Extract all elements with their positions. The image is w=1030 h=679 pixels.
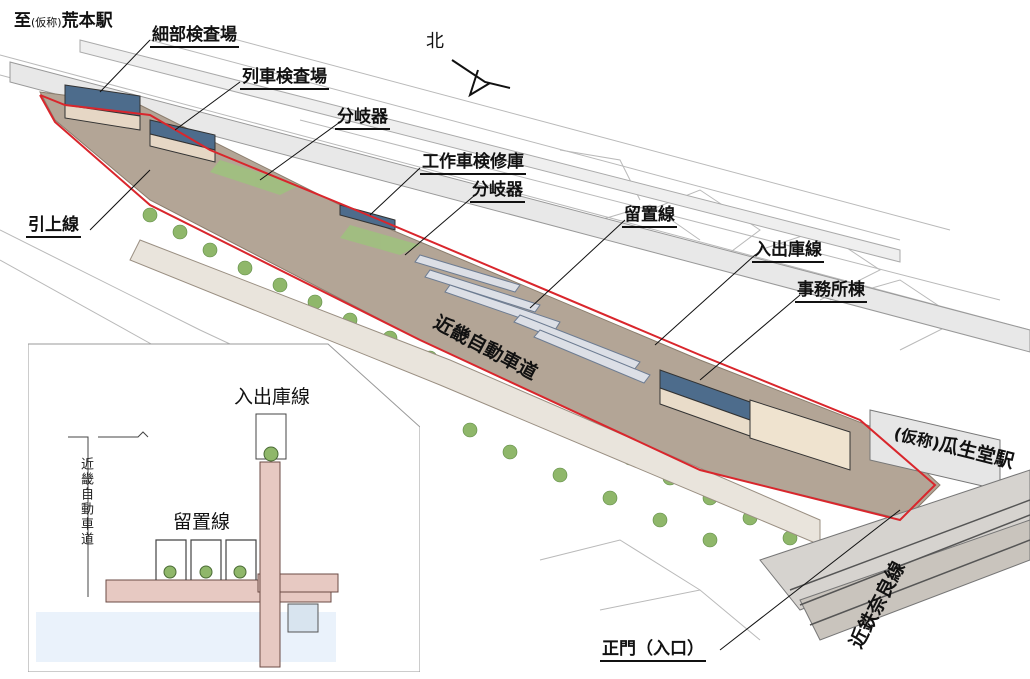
train-cars: [414, 254, 651, 384]
inset-storage-track-label: 留置線: [173, 511, 231, 533]
railway: [759, 469, 1030, 641]
detail-inspection-label: 細部検査場: [150, 20, 239, 48]
to-station-name: 荒本駅: [61, 11, 113, 31]
leader-lines: [89, 39, 901, 651]
green-strips: [210, 160, 420, 255]
office-building-label: 事務所棟: [795, 275, 867, 303]
to-station-prefix: 至: [14, 11, 31, 31]
north-label: 北: [426, 31, 444, 52]
turnout-label-2: 分岐器: [470, 175, 525, 203]
main-gate-label: 正門（入口）: [600, 634, 706, 662]
inset-expressway-label: 近畿自動車道: [78, 457, 93, 547]
turnout-label-1: 分岐器: [335, 102, 390, 130]
to-station-note: (仮称): [31, 16, 62, 29]
storage-track-label: 留置線: [622, 200, 677, 228]
pull-up-track-label: 引上線: [26, 210, 81, 238]
inset-drawing: [27, 343, 421, 673]
work-vehicle-shed-label: 工作車検修庫: [420, 147, 526, 175]
depot-track-label: 入出庫線: [752, 235, 824, 263]
depot-boundary: [39, 94, 937, 522]
to-station-label: 至(仮称)荒本駅: [14, 6, 113, 31]
inset-depot-track-label: 入出庫線: [234, 386, 311, 408]
inset-plan: 入出庫線 留置線 近畿自動車道: [27, 342, 421, 673]
north-arrow: [451, 59, 511, 98]
train-inspection-label: 列車検査場: [240, 62, 329, 90]
elevated-road: [9, 39, 1030, 353]
